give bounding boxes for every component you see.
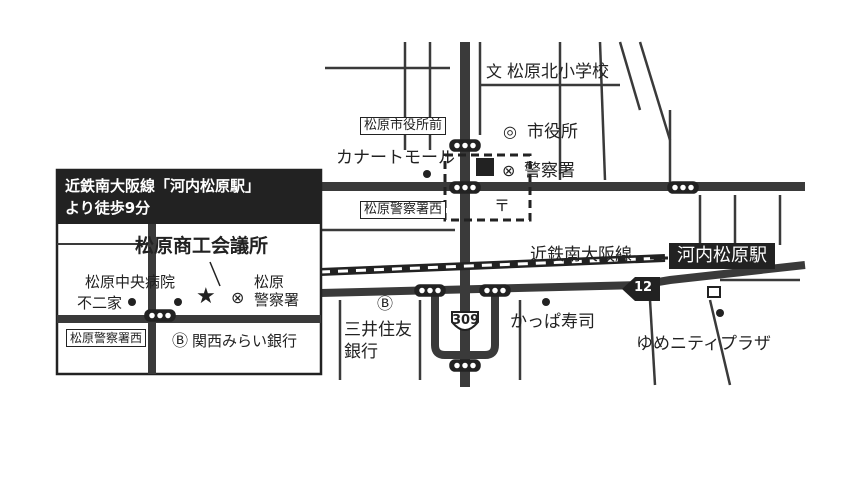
inset-police-icon: ⊗	[231, 288, 245, 307]
police-icon: ⊗	[502, 161, 516, 180]
route-309-shield	[451, 311, 479, 331]
mitsui-label-1: 三井住友	[344, 320, 412, 340]
main-road-ew	[320, 182, 805, 191]
bank-icon: Ⓑ	[377, 294, 394, 313]
railway	[319, 254, 666, 276]
inset-roads	[57, 224, 321, 374]
inset-title-line1: 近鉄南大阪線「河内松原駅」	[65, 177, 261, 195]
shiyakusho-mae-label: 松原市役所前	[360, 117, 447, 135]
school-label: 松原北小学校	[507, 62, 609, 82]
chamber-label: 松原商工会議所	[135, 235, 269, 257]
inset-police-label-2: 警察署	[254, 291, 300, 309]
inset-police-label-1: 松原	[254, 273, 285, 291]
yume-label: ゆめニティプラザ	[636, 334, 771, 354]
kappa-label: かっぱ寿司	[510, 312, 595, 332]
main-road-ns	[460, 42, 470, 387]
minor-roads	[320, 41, 800, 386]
route-309-loop	[431, 292, 499, 359]
kanart-marker	[423, 170, 431, 178]
kintetsu-line-label: 近鉄南大阪線	[530, 245, 632, 265]
route-12-shield	[622, 277, 660, 301]
kappa-marker	[542, 298, 550, 306]
route-309-label: 309	[452, 313, 480, 328]
destination-star-icon: ★	[196, 284, 216, 309]
inset-title: 近鉄南大阪線「河内松原駅」 より徒歩9分	[57, 170, 321, 224]
kanart-label: カナートモール	[336, 148, 455, 168]
plaza-building	[707, 286, 721, 298]
school-icon: 文	[486, 62, 503, 81]
post-office-icon: 〒	[494, 196, 511, 215]
route-12-label: 12	[634, 280, 653, 295]
city-hall-label: 市役所	[527, 122, 578, 142]
funi-label: 不二家	[77, 294, 123, 312]
city-hall-area	[443, 153, 532, 222]
kansai-mirai-label: 関西みらい銀行	[192, 332, 298, 350]
hospital-marker	[174, 298, 182, 306]
inset-title-line2: より徒歩9分	[65, 199, 151, 217]
city-hall-icon: ◎	[503, 122, 517, 141]
traffic-signals	[414, 139, 699, 372]
police-label: 警察署	[524, 161, 575, 181]
station-label: 河内松原駅	[669, 243, 775, 269]
inset-keisatsusho-nishi: 松原警察署西	[66, 329, 147, 347]
inset-bank-icon: Ⓑ	[172, 331, 189, 350]
inset-signal	[144, 309, 176, 322]
keisatsusho-nishi-label: 松原警察署西	[360, 201, 447, 219]
funi-marker	[128, 298, 136, 306]
hospital-label: 松原中央病院	[85, 273, 176, 291]
police-building	[476, 158, 494, 176]
yume-marker	[716, 309, 724, 317]
mitsui-label-2: 銀行	[344, 342, 378, 362]
